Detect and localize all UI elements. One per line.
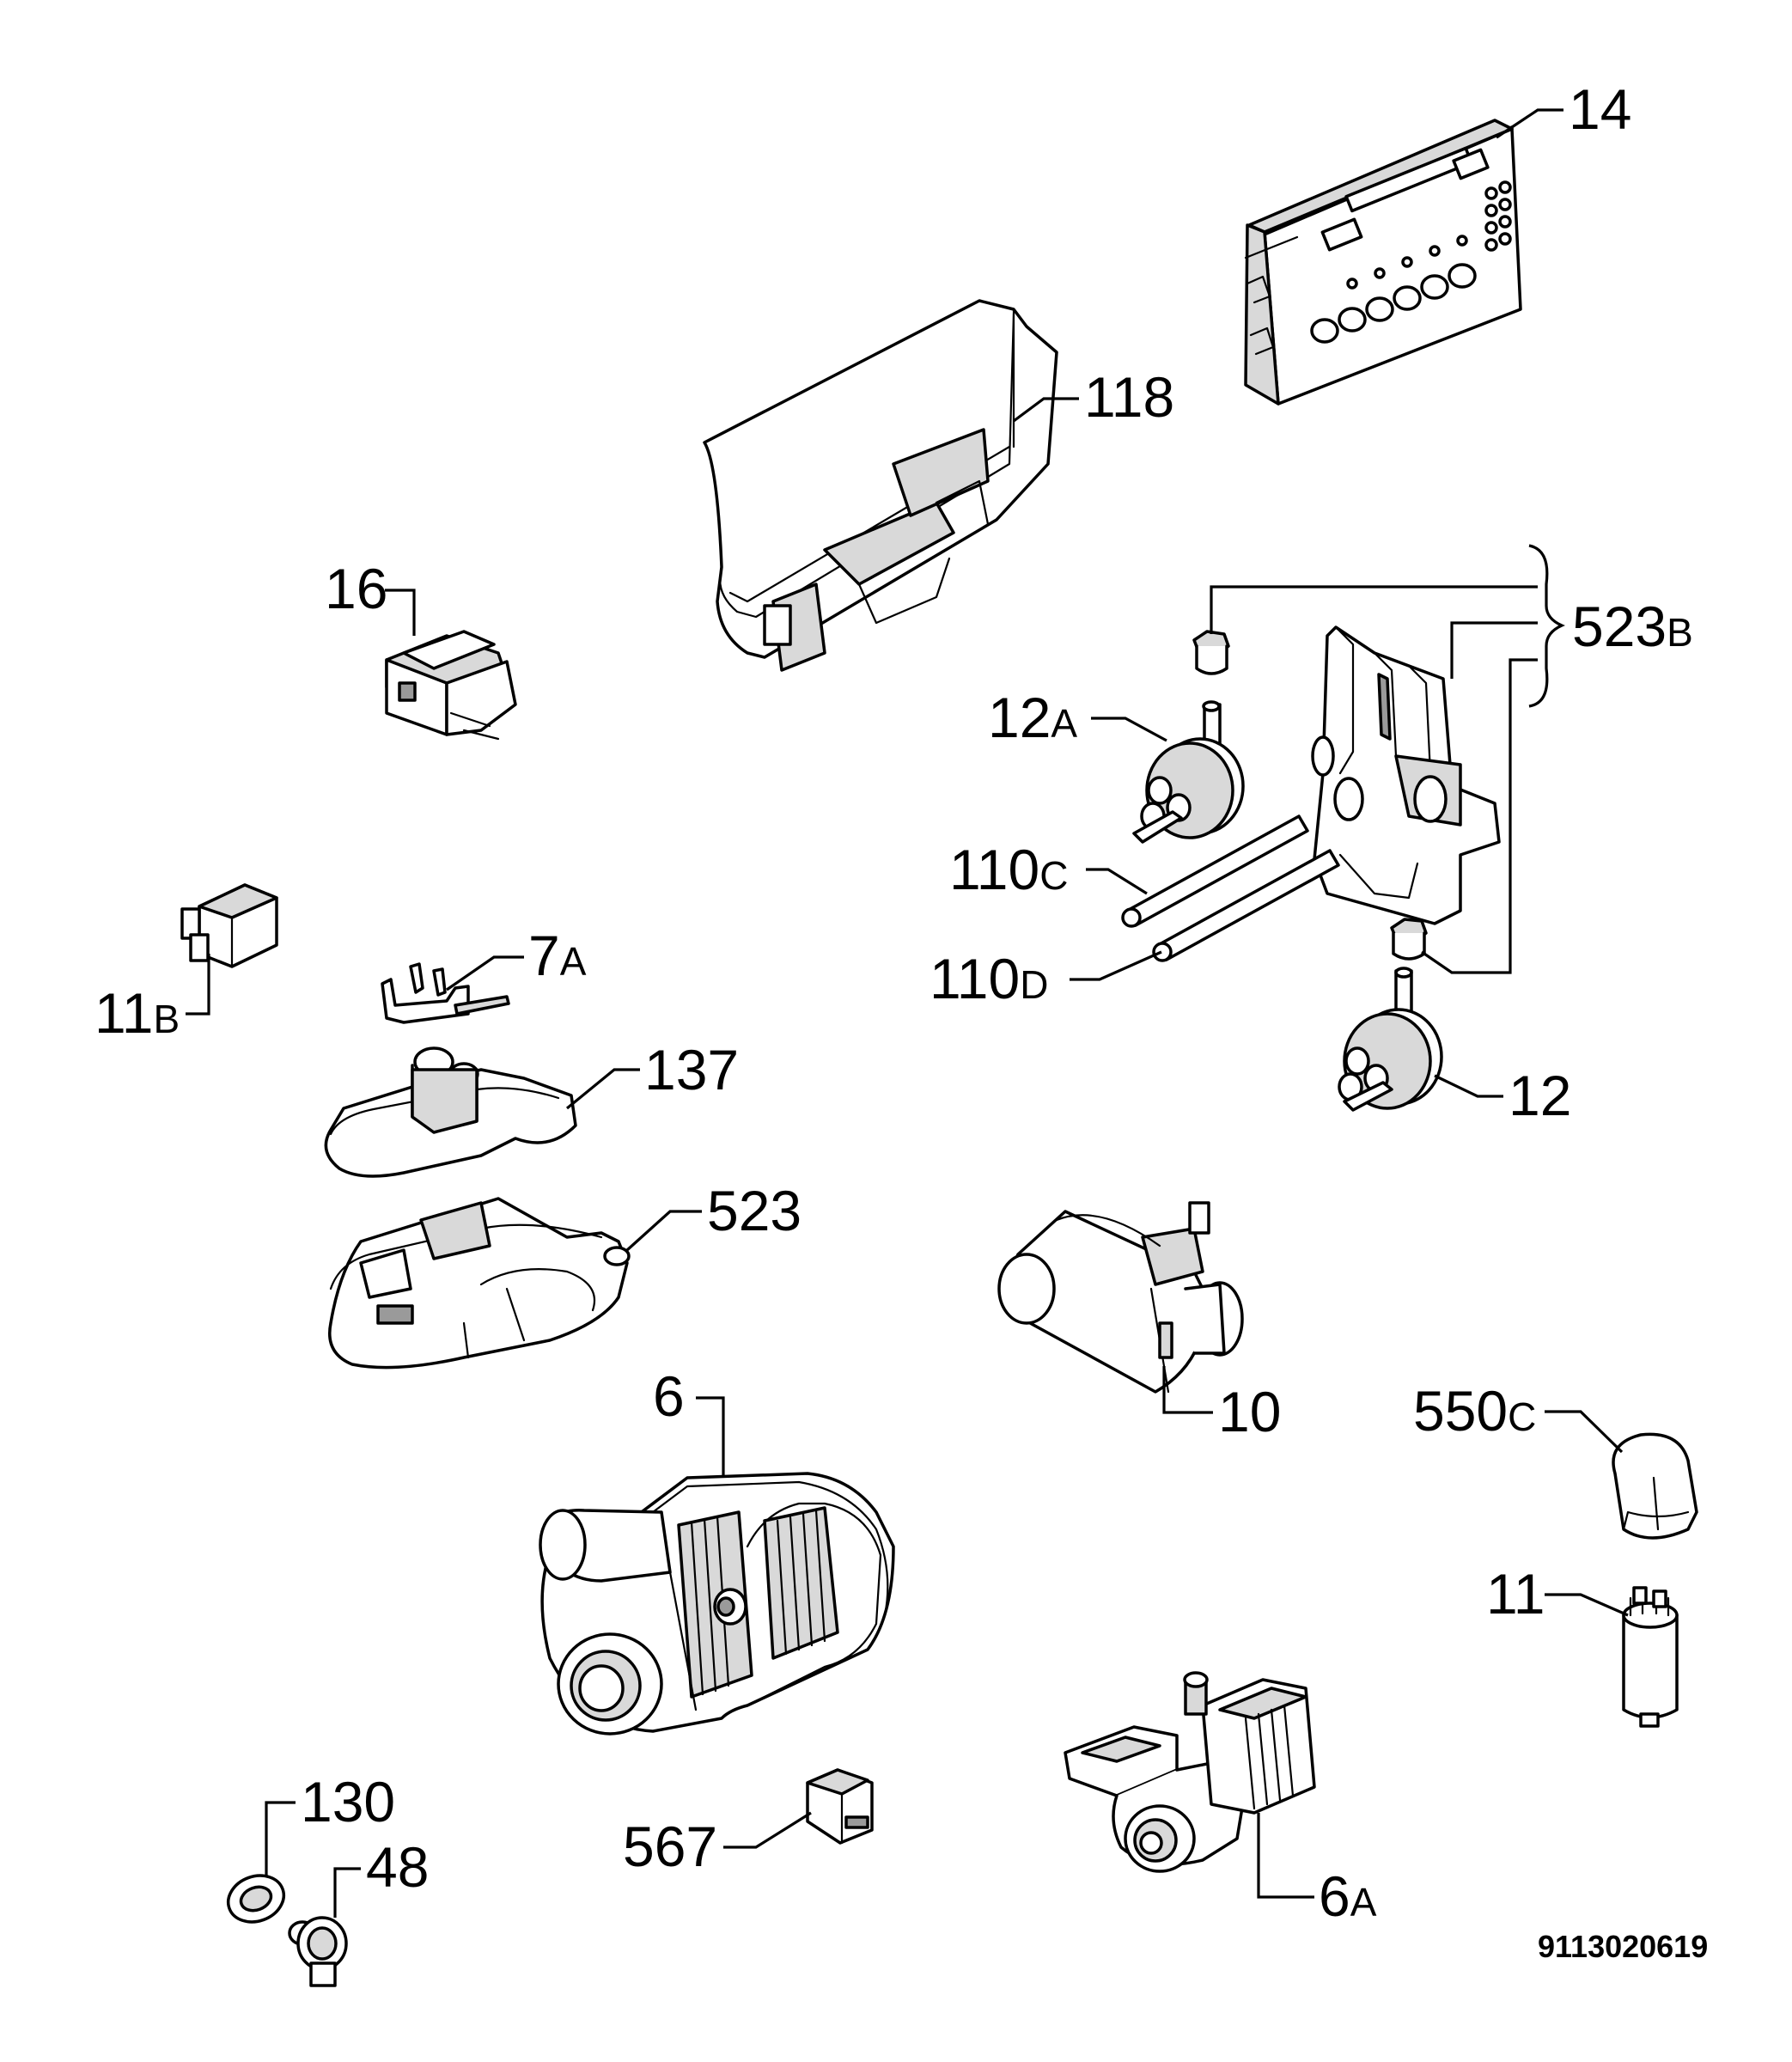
label-14: 14 xyxy=(1569,77,1631,141)
leader-11 xyxy=(1545,1593,1629,1617)
part-118-panel[interactable] xyxy=(703,299,1058,672)
leader-523 xyxy=(625,1210,702,1252)
label-6: 6 xyxy=(653,1364,685,1428)
leader-12A xyxy=(1091,717,1167,742)
leader-12 xyxy=(1434,1074,1503,1098)
part-523-base[interactable] xyxy=(328,1197,631,1370)
brace-523B xyxy=(1528,544,1565,708)
leader-523B-mid xyxy=(1450,621,1538,679)
part-110C-hose[interactable] xyxy=(1121,814,1309,928)
leader-118 xyxy=(1013,397,1079,423)
part-523B-bracket[interactable] xyxy=(1311,625,1501,925)
label-11: 11 xyxy=(1486,1562,1545,1626)
leader-48 xyxy=(333,1867,361,1918)
part-6-circulation-pump[interactable] xyxy=(539,1472,895,1736)
leader-110C xyxy=(1086,868,1148,895)
leader-16 xyxy=(385,589,416,636)
label-6A: 6A xyxy=(1319,1864,1377,1928)
part-12A-pressure-switch[interactable] xyxy=(1132,700,1245,844)
leader-11B xyxy=(186,954,210,1016)
leader-6 xyxy=(696,1396,725,1478)
label-550C: 550C xyxy=(1413,1379,1536,1443)
label-7A: 7A xyxy=(528,924,587,987)
part-labels: 14 118 16 523B 12A 110C 110D 12 11B 7A 1… xyxy=(94,77,1708,1964)
leader-lines xyxy=(186,108,1629,1918)
leader-7A xyxy=(446,955,524,991)
label-567: 567 xyxy=(623,1815,717,1878)
label-16: 16 xyxy=(325,557,387,620)
label-130: 130 xyxy=(301,1770,395,1833)
label-110C: 110C xyxy=(949,838,1068,901)
part-10-heater[interactable] xyxy=(997,1201,1244,1394)
reference-code: 9113020619 xyxy=(1538,1929,1708,1964)
leader-137 xyxy=(565,1068,640,1110)
leader-6A xyxy=(1257,1813,1314,1899)
label-137: 137 xyxy=(644,1038,739,1101)
label-12A: 12A xyxy=(988,686,1077,749)
part-6A-drain-pump[interactable] xyxy=(1064,1671,1316,1873)
part-130-seal[interactable] xyxy=(222,1868,290,1929)
label-11B: 11B xyxy=(94,981,180,1045)
label-118: 118 xyxy=(1084,365,1174,429)
leader-567 xyxy=(723,1811,812,1849)
label-48: 48 xyxy=(366,1835,429,1899)
part-7A-clip[interactable] xyxy=(381,962,510,1024)
leader-523B-top xyxy=(1210,585,1538,634)
label-12: 12 xyxy=(1509,1064,1571,1127)
label-10: 10 xyxy=(1218,1380,1281,1443)
label-523B: 523B xyxy=(1572,595,1693,658)
label-523: 523 xyxy=(707,1179,802,1242)
part-523B-nut-bottom[interactable] xyxy=(1390,918,1428,961)
part-11B-relay[interactable] xyxy=(180,883,278,968)
part-550C-cap[interactable] xyxy=(1612,1432,1698,1540)
leader-523B-low xyxy=(1421,658,1538,974)
part-11-capacitor[interactable] xyxy=(1622,1586,1679,1728)
leader-14 xyxy=(1496,108,1563,139)
part-137-cover[interactable] xyxy=(324,1046,577,1178)
part-110D-hose[interactable] xyxy=(1152,849,1340,962)
part-48-plug[interactable] xyxy=(288,1916,348,1987)
leader-550C xyxy=(1545,1410,1624,1454)
leader-10 xyxy=(1162,1366,1213,1414)
part-523B-nut-top[interactable] xyxy=(1192,630,1230,675)
leader-110D xyxy=(1070,950,1162,981)
label-110D: 110D xyxy=(930,947,1048,1010)
part-12-pressure-switch[interactable] xyxy=(1338,967,1443,1112)
part-14-control-module[interactable] xyxy=(1244,119,1522,406)
leader-130 xyxy=(265,1801,296,1877)
part-567-connector[interactable] xyxy=(806,1768,874,1845)
part-16-door-switch[interactable] xyxy=(385,630,517,741)
